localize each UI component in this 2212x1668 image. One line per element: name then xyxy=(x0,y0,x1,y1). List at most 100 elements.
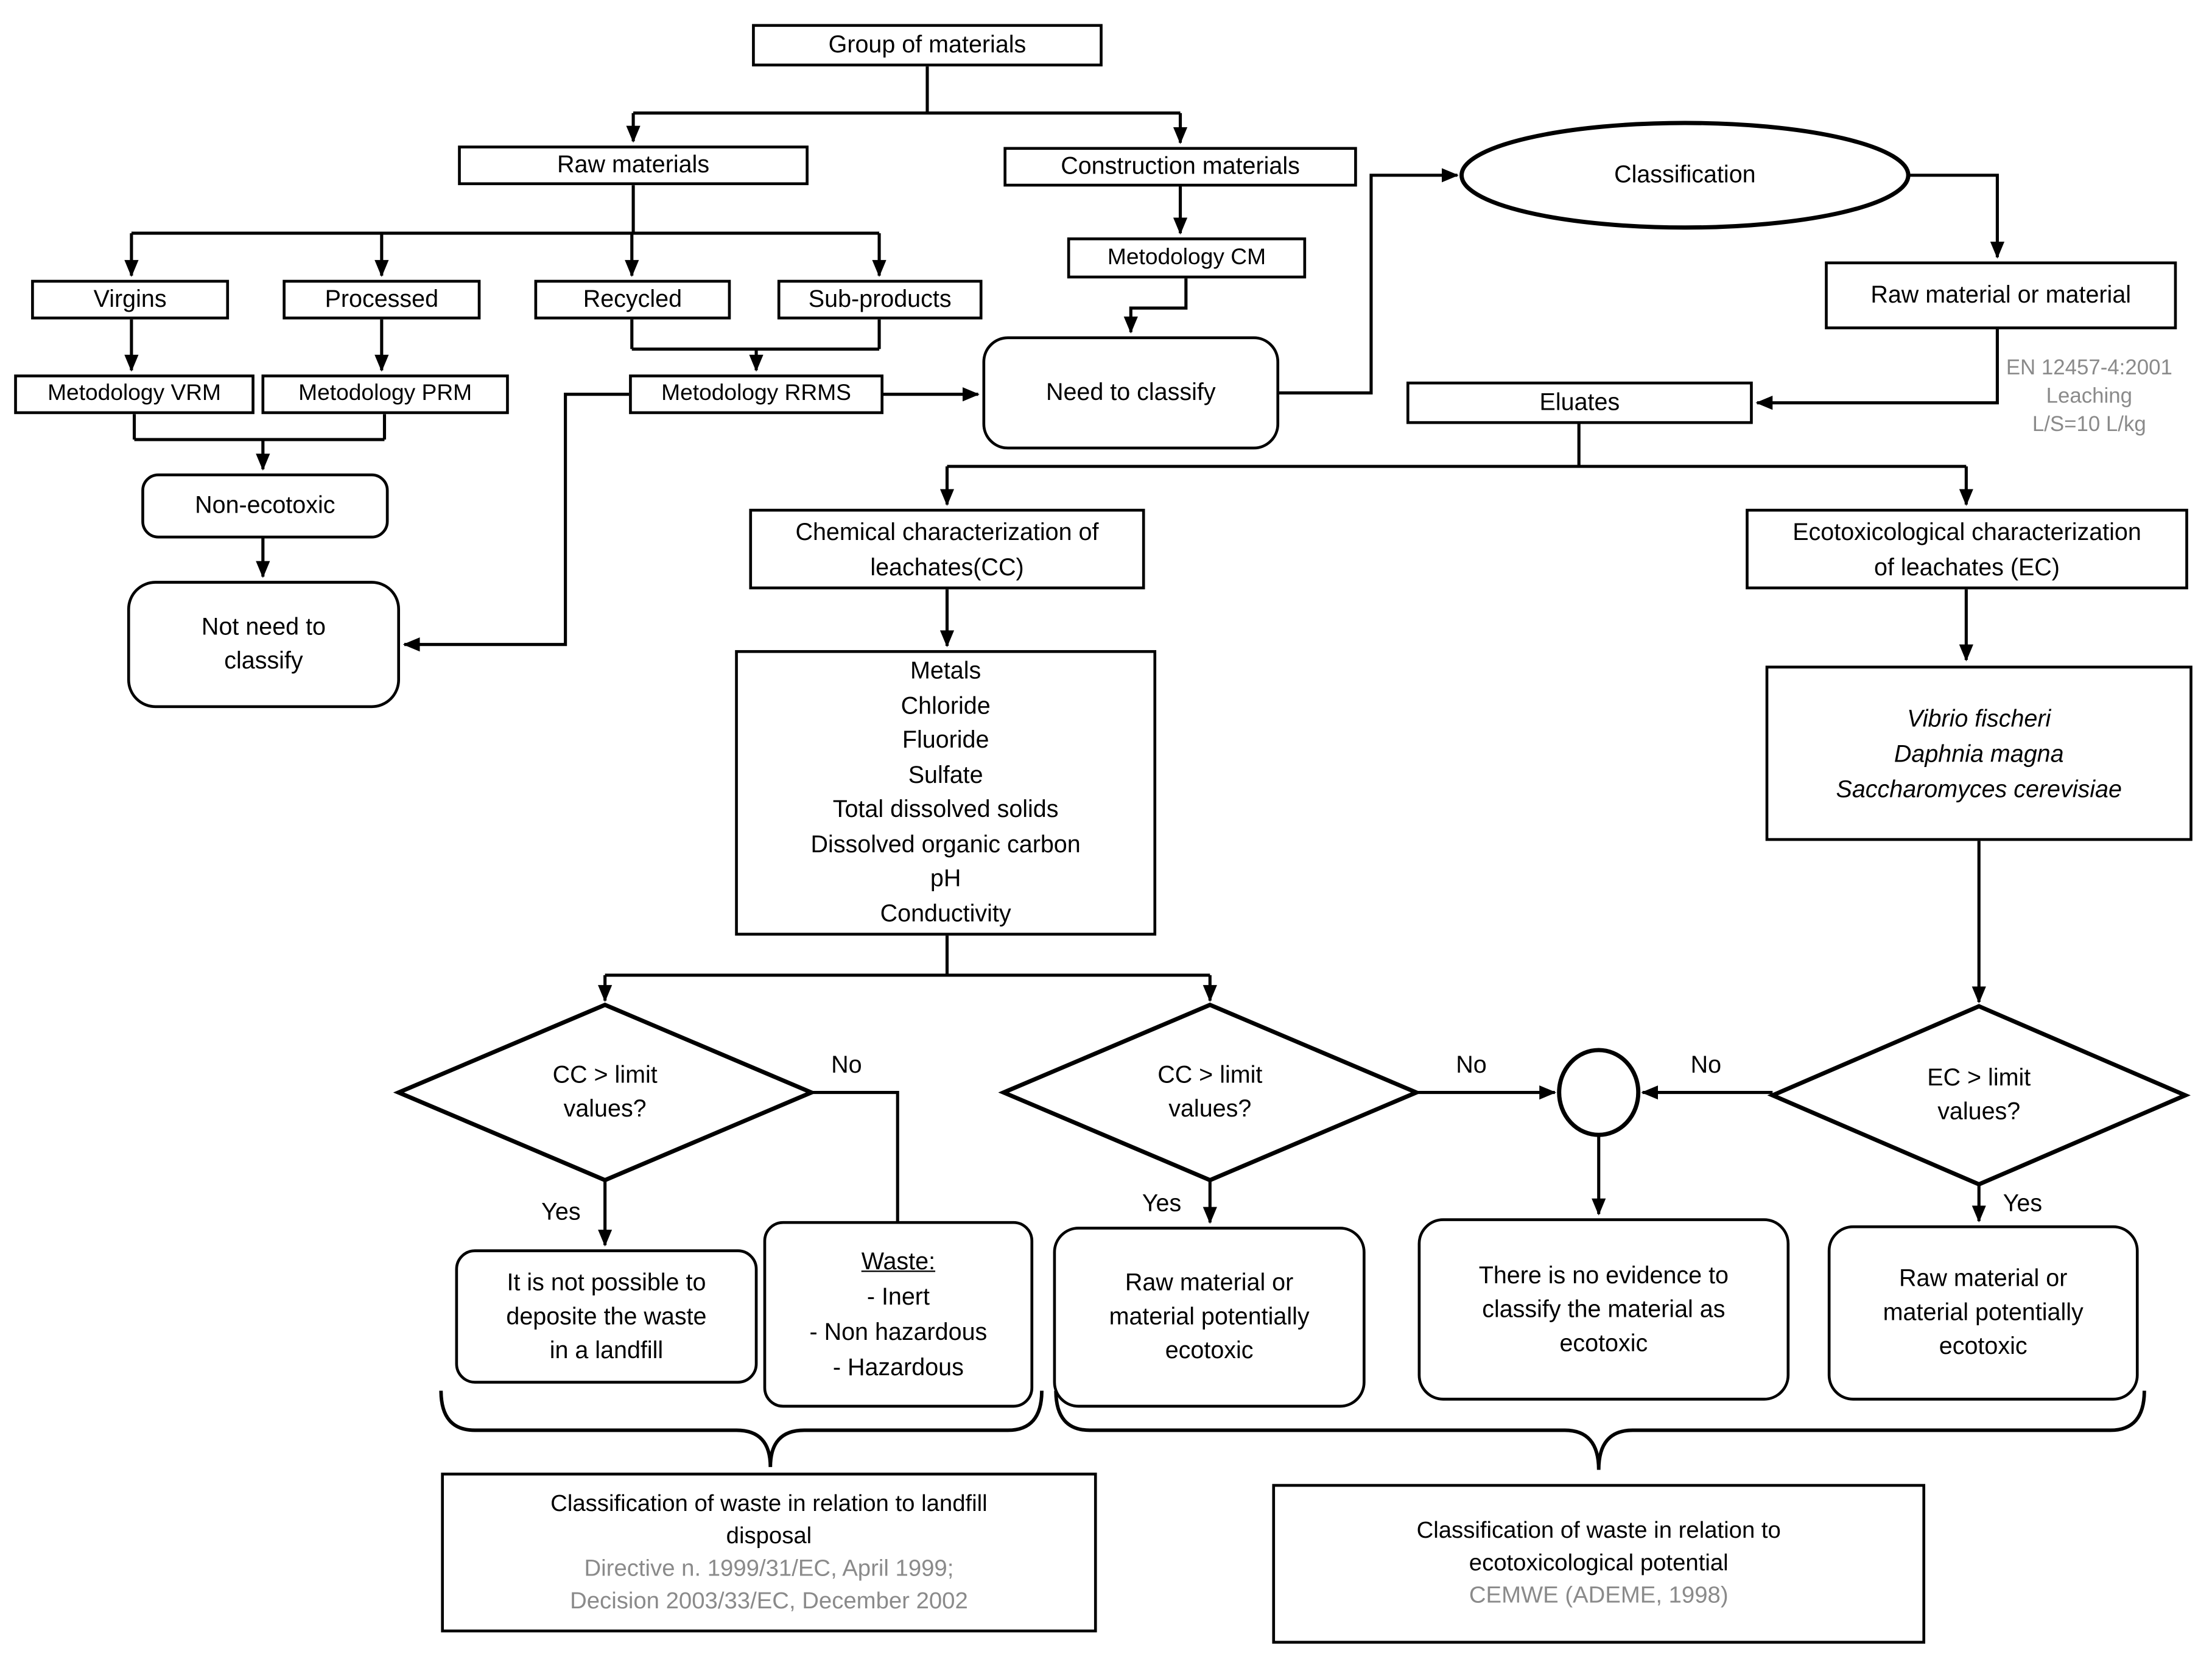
list-item: Saccharomyces cerevisiae xyxy=(1836,775,2122,802)
node-label: classify xyxy=(224,647,303,675)
node-label: Not need to xyxy=(201,613,326,640)
node-raw-materials: Raw materials xyxy=(458,145,809,186)
list-item: Metals xyxy=(910,657,981,684)
connectors xyxy=(124,66,2005,1247)
brace-left xyxy=(439,1390,1044,1467)
list-item: Fluoride xyxy=(902,726,989,754)
connector xyxy=(1755,329,1999,410)
node-classification-ecotoxicological: Classification of waste in relation to e… xyxy=(1272,1484,1926,1644)
node-title: Classification of waste in relation to xyxy=(1416,1518,1781,1544)
node-title: disposal xyxy=(726,1523,812,1549)
node-label: values? xyxy=(1168,1095,1252,1123)
node-not-need-to-classify: Not need to classify xyxy=(127,581,401,709)
connector xyxy=(402,393,630,652)
node-label: CC > limit xyxy=(552,1061,658,1088)
node-label: Raw material or xyxy=(1898,1264,2068,1292)
list-item: - Hazardous xyxy=(832,1354,964,1381)
decision-label-cc-ecotox: CC > limit values? xyxy=(1069,1056,1351,1129)
branch-label-yes: Yes xyxy=(2003,1190,2043,1217)
brace-right xyxy=(1054,1390,2146,1470)
node-test-species-list: Vibrio fischeri Daphnia magna Saccharomy… xyxy=(1765,665,2193,841)
node-construction-materials: Construction materials xyxy=(1003,147,1357,187)
node-label: Metodology CM xyxy=(1107,245,1266,270)
node-recycled: Recycled xyxy=(534,279,731,320)
decision-diamond-cc-landfill xyxy=(393,1002,817,1183)
node-label: Metodology RRMS xyxy=(661,381,851,406)
node-label: There is no evidence to xyxy=(1478,1261,1729,1289)
list-item: - Inert xyxy=(866,1283,930,1311)
node-label: Raw material or material xyxy=(1870,281,2132,309)
junction-circle xyxy=(1557,1048,1641,1137)
node-label: Non-ecotoxic xyxy=(195,491,335,519)
branch-label-yes: Yes xyxy=(1142,1190,1182,1217)
node-eluates: Eluates xyxy=(1406,381,1753,424)
node-label: Raw material or xyxy=(1125,1269,1294,1296)
node-label: Raw materials xyxy=(557,151,710,178)
node-ecotoxicological-characterization: Ecotoxicological characterization of lea… xyxy=(1746,508,2188,590)
decision-label-ec: EC > limit values? xyxy=(1838,1059,2120,1132)
branch-label-no: No xyxy=(1456,1051,1487,1079)
node-metodology-rrms: Metodology RRMS xyxy=(629,374,883,415)
node-label: Classification xyxy=(1614,161,1756,188)
node-reference: Decision 2003/33/EC, December 2002 xyxy=(570,1588,968,1614)
node-metodology-vrm: Metodology VRM xyxy=(14,374,255,415)
node-reference: CEMWE (ADEME, 1998) xyxy=(1469,1583,1729,1608)
node-label: Sub-products xyxy=(808,285,952,313)
node-potentially-ecotoxic-left: Raw material or material potentially eco… xyxy=(1053,1227,1366,1408)
node-label: ecotoxic xyxy=(1559,1329,1648,1356)
classification-ellipse xyxy=(1459,121,1911,230)
node-label: Virgins xyxy=(93,285,167,313)
node-group-of-materials: Group of materials xyxy=(752,24,1103,67)
node-processed: Processed xyxy=(283,279,481,320)
node-no-evidence-ecotoxic: There is no evidence to classify the mat… xyxy=(1417,1218,1790,1401)
node-label: It is not possible to xyxy=(507,1268,706,1295)
list-item: - Non hazardous xyxy=(809,1319,988,1346)
node-label: Processed xyxy=(325,285,439,313)
branch-label-yes: Yes xyxy=(541,1198,581,1225)
node-label: EC > limit xyxy=(1927,1064,2031,1092)
connector xyxy=(1908,173,2005,259)
node-potentially-ecotoxic-right: Raw material or material potentially eco… xyxy=(1827,1225,2139,1401)
node-label: Need to classify xyxy=(1045,379,1216,406)
node-label: material potentially xyxy=(1883,1298,2084,1326)
node-label: deposite the waste xyxy=(506,1302,707,1330)
node-label: Metodology PRM xyxy=(298,381,472,406)
node-label: Eluates xyxy=(1539,388,1620,416)
list-item: Sulfate xyxy=(908,761,983,788)
list-item: Conductivity xyxy=(880,899,1011,927)
node-label: Construction materials xyxy=(1061,152,1300,180)
list-item: Total dissolved solids xyxy=(832,796,1059,823)
node-label: material potentially xyxy=(1109,1303,1310,1330)
node-label: classify the material as xyxy=(1482,1295,1726,1322)
node-virgins: Virgins xyxy=(31,279,230,320)
node-label: Chemical characterization of xyxy=(795,517,1099,545)
node-classification-landfill: Classification of waste in relation to l… xyxy=(441,1473,1097,1633)
node-title: Classification of waste in relation to l… xyxy=(550,1490,988,1516)
note-en-leaching: EN 12457-4:2001 Leaching L/S=10 L/kg xyxy=(1976,353,2202,441)
node-title: ecotoxicological potential xyxy=(1469,1550,1729,1576)
node-chemical-parameters-list: Metals Chloride Fluoride Sulfate Total d… xyxy=(735,650,1157,936)
note-line: EN 12457-4:2001 xyxy=(2006,356,2172,380)
node-waste-classes: Waste: - Inert - Non hazardous - Hazardo… xyxy=(763,1221,1034,1408)
node-not-possible-landfill: It is not possible to deposite the waste… xyxy=(455,1249,758,1384)
node-non-ecotoxic: Non-ecotoxic xyxy=(141,473,389,539)
node-raw-material-or-material: Raw material or material xyxy=(1825,261,2177,329)
node-need-to-classify: Need to classify xyxy=(982,336,1280,450)
node-classification: Classification xyxy=(1463,124,1907,226)
decision-diamond-cc-ecotox xyxy=(998,1002,1422,1183)
node-label: Ecotoxicological characterization xyxy=(1792,517,2141,545)
node-label: ecotoxic xyxy=(1165,1337,1254,1364)
list-item: Vibrio fischeri xyxy=(1907,704,2051,732)
node-heading: Waste: xyxy=(861,1247,936,1275)
node-metodology-cm: Metodology CM xyxy=(1067,237,1307,279)
node-label: ecotoxic xyxy=(1939,1333,2028,1360)
node-label: leachates(CC) xyxy=(870,553,1024,581)
node-label: CC > limit xyxy=(1157,1061,1263,1088)
node-reference: Directive n. 1999/31/EC, April 1999; xyxy=(584,1555,954,1581)
note-line: Leaching xyxy=(2046,384,2132,408)
decision-label-cc-landfill: CC > limit values? xyxy=(463,1056,746,1129)
branch-label-no: No xyxy=(831,1051,862,1079)
node-label: values? xyxy=(1937,1098,2021,1125)
